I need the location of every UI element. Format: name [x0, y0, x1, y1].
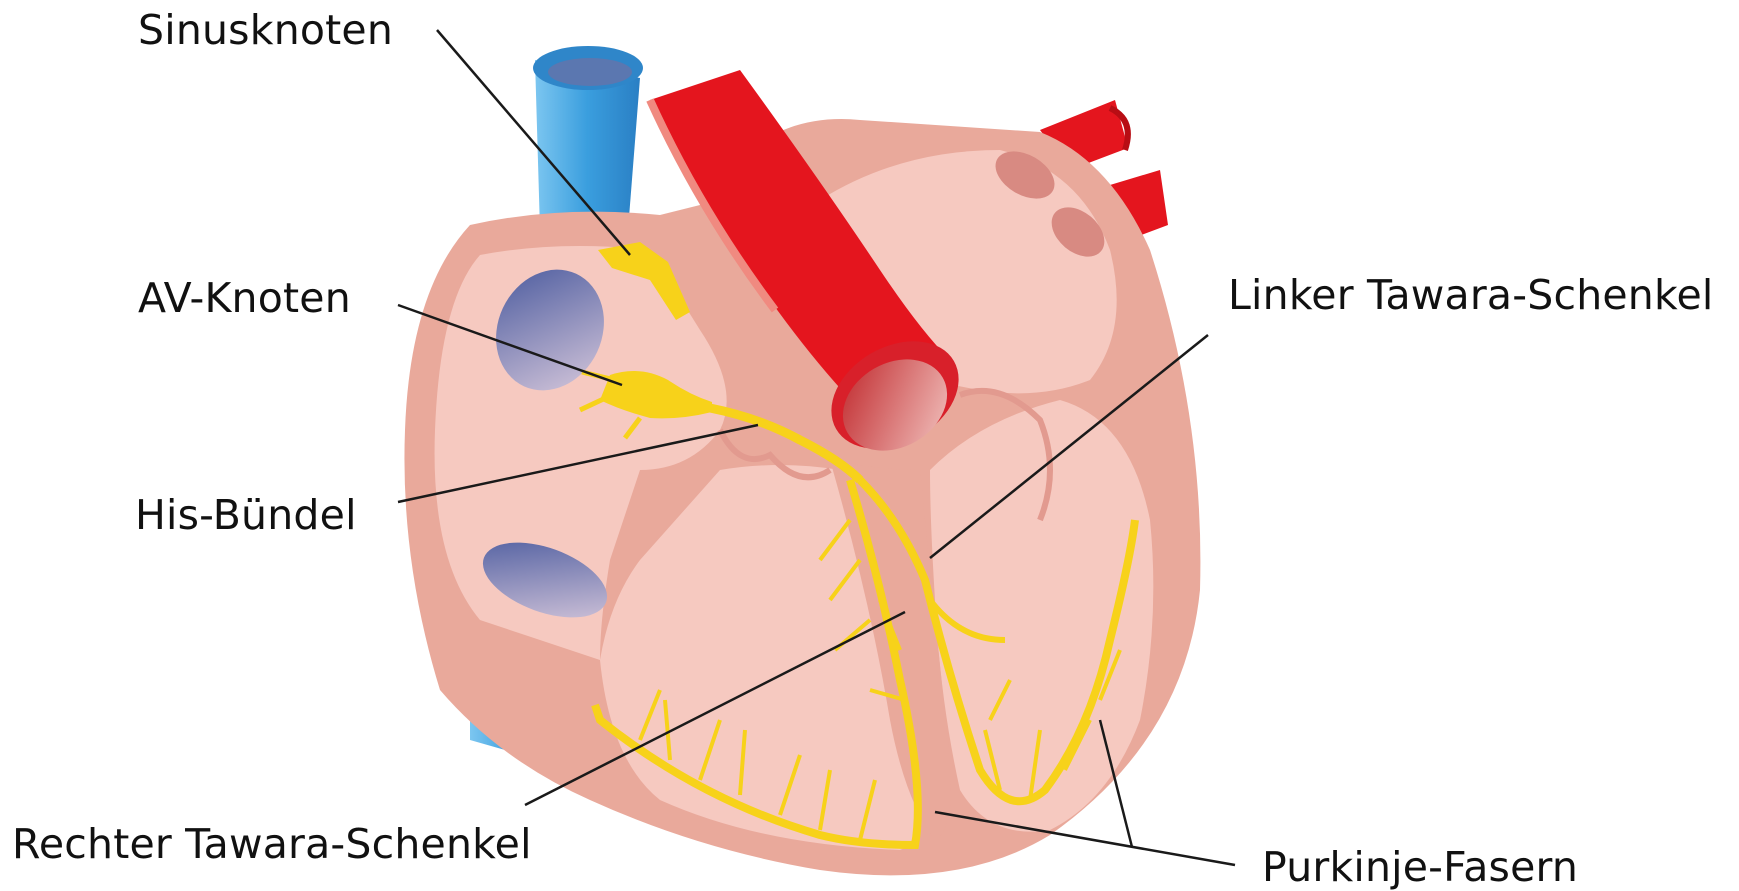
label-purkinje-fasern: Purkinje-Fasern	[1262, 847, 1578, 888]
label-his-buendel: His-Bündel	[135, 495, 357, 536]
label-rechter-tawara-schenkel: Rechter Tawara-Schenkel	[12, 824, 532, 865]
label-linker-tawara-schenkel: Linker Tawara-Schenkel	[1228, 275, 1714, 316]
label-sinusknoten: Sinusknoten	[138, 10, 393, 51]
label-av-knoten: AV-Knoten	[138, 278, 351, 319]
